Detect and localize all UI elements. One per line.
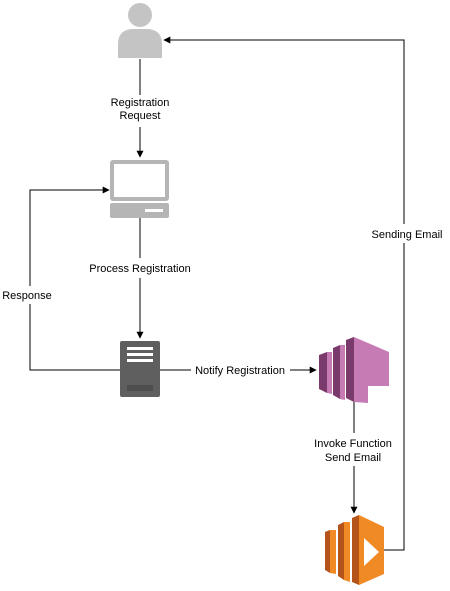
edge-sending-email <box>164 40 405 551</box>
user-icon <box>118 3 162 58</box>
label-notify-registration: Notify Registration <box>195 365 285 377</box>
server-icon <box>120 341 160 397</box>
aws-lambda-icon <box>325 515 384 585</box>
aws-sqs-icon <box>319 337 389 403</box>
label-registration-request-1: Registration <box>111 97 170 109</box>
label-invoke-function-2: Send Email <box>325 452 381 464</box>
edge-labels: Registration Request Process Registratio… <box>2 97 442 464</box>
label-response: Response <box>2 290 52 302</box>
edges <box>29 40 405 551</box>
label-invoke-function-1: Invoke Function <box>314 438 392 450</box>
label-registration-request-2: Request <box>120 110 161 122</box>
label-sending-email: Sending Email <box>372 229 443 241</box>
laptop-icon <box>110 160 169 218</box>
edge-response <box>29 190 120 371</box>
label-process-registration: Process Registration <box>89 263 191 275</box>
